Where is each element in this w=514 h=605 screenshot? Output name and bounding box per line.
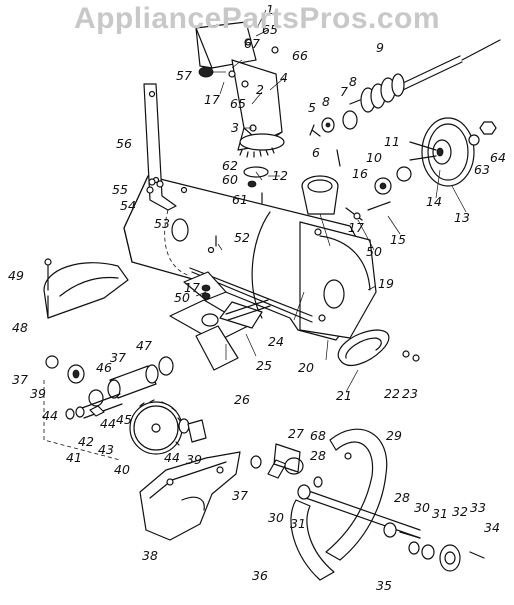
part-label-54: 54 xyxy=(120,198,136,213)
part-label-48: 48 xyxy=(12,320,28,335)
part-label-43: 43 xyxy=(98,442,114,457)
part-label-20: 20 xyxy=(298,360,314,375)
auger-assembly xyxy=(267,428,485,581)
part-label-29: 29 xyxy=(386,428,402,443)
part-label-13: 13 xyxy=(454,210,470,225)
part-label-22: 22 xyxy=(384,386,400,401)
part-label-47: 47 xyxy=(136,338,152,353)
part-label-36: 36 xyxy=(252,568,268,583)
part-label-10: 10 xyxy=(366,150,382,165)
part-label-14: 14 xyxy=(426,194,442,209)
part-label-65a: 65 xyxy=(262,22,278,37)
part-label-62: 62 xyxy=(222,158,238,173)
belt xyxy=(337,329,420,366)
part-label-64: 64 xyxy=(490,150,506,165)
part-label-31b: 31 xyxy=(432,506,448,521)
part-label-53: 53 xyxy=(154,216,170,231)
part-label-60: 60 xyxy=(222,172,238,187)
part-label-32: 32 xyxy=(452,504,468,519)
part-label-33: 33 xyxy=(470,500,486,515)
watermark: AppliancePartsPros.com xyxy=(73,2,441,35)
part-label-15: 15 xyxy=(390,232,406,247)
part-label-40: 40 xyxy=(114,462,130,477)
discharge-chute xyxy=(195,21,285,158)
drive-shaft-assembly xyxy=(309,39,501,167)
side-guard xyxy=(43,258,129,319)
part-label-23: 23 xyxy=(402,386,418,401)
part-label-45: 45 xyxy=(116,412,132,427)
part-labels: 1 2 3 4 5 6 7 8 8 9 10 11 12 13 14 15 16… xyxy=(8,2,506,593)
gear-housing xyxy=(139,451,241,541)
leader-lines xyxy=(195,9,467,393)
part-label-37a: 37 xyxy=(12,372,28,387)
part-label-6: 6 xyxy=(312,145,320,160)
part-label-17b: 17 xyxy=(348,220,364,235)
part-label-35: 35 xyxy=(376,578,392,593)
part-label-2: 2 xyxy=(256,82,264,97)
part-label-30b: 30 xyxy=(414,500,430,515)
part-label-34: 34 xyxy=(484,520,500,535)
part-label-21: 21 xyxy=(336,388,352,403)
part-label-31a: 31 xyxy=(290,516,306,531)
part-label-37b: 37 xyxy=(110,350,126,365)
part-label-63: 63 xyxy=(474,162,490,177)
part-label-49: 49 xyxy=(8,268,24,283)
part-label-26: 26 xyxy=(234,392,250,407)
part-label-16: 16 xyxy=(352,166,368,181)
part-label-44b: 44 xyxy=(100,416,116,431)
part-label-66: 66 xyxy=(292,48,308,63)
part-label-30a: 30 xyxy=(268,510,284,525)
part-label-28b: 28 xyxy=(394,490,410,505)
part-label-39a: 39 xyxy=(30,386,46,401)
part-label-37c: 37 xyxy=(232,488,248,503)
part-label-44c: 44 xyxy=(164,450,180,465)
part-label-24: 24 xyxy=(268,334,284,349)
part-label-27: 27 xyxy=(288,426,304,441)
part-label-17c: 17 xyxy=(184,280,200,295)
part-label-4: 4 xyxy=(280,70,288,85)
part-label-67: 67 xyxy=(244,36,260,51)
hardware xyxy=(146,180,391,300)
handle-bracket xyxy=(143,83,177,211)
part-label-1: 1 xyxy=(266,2,274,17)
part-label-12: 12 xyxy=(272,168,288,183)
part-label-68: 68 xyxy=(310,428,326,443)
part-label-9: 9 xyxy=(376,40,384,55)
part-label-50a: 50 xyxy=(366,244,382,259)
part-label-3: 3 xyxy=(231,120,239,135)
part-label-7: 7 xyxy=(340,84,348,99)
impeller xyxy=(169,271,271,371)
auger-housing xyxy=(123,175,377,341)
part-label-5: 5 xyxy=(308,100,316,115)
part-label-42: 42 xyxy=(78,434,94,449)
part-label-39b: 39 xyxy=(186,452,202,467)
part-label-50b: 50 xyxy=(174,290,190,305)
part-label-56: 56 xyxy=(116,136,132,151)
part-label-28a: 28 xyxy=(310,448,326,463)
part-label-8b: 8 xyxy=(349,74,357,89)
part-label-19: 19 xyxy=(378,276,394,291)
part-label-11: 11 xyxy=(384,134,400,149)
part-label-57: 57 xyxy=(176,68,192,83)
part-label-41: 41 xyxy=(66,450,82,465)
part-label-44a: 44 xyxy=(42,408,58,423)
part-label-65b: 65 xyxy=(230,96,246,111)
gearbox-parts xyxy=(43,355,262,469)
part-label-17a: 17 xyxy=(204,92,220,107)
part-label-61: 61 xyxy=(232,192,248,207)
part-label-46: 46 xyxy=(96,360,112,375)
part-label-8a: 8 xyxy=(322,94,330,109)
chute-base xyxy=(243,166,339,215)
part-label-55: 55 xyxy=(112,182,128,197)
part-label-38: 38 xyxy=(142,548,158,563)
pulley-assembly xyxy=(374,117,497,195)
part-label-52: 52 xyxy=(234,230,250,245)
part-label-25: 25 xyxy=(256,358,272,373)
